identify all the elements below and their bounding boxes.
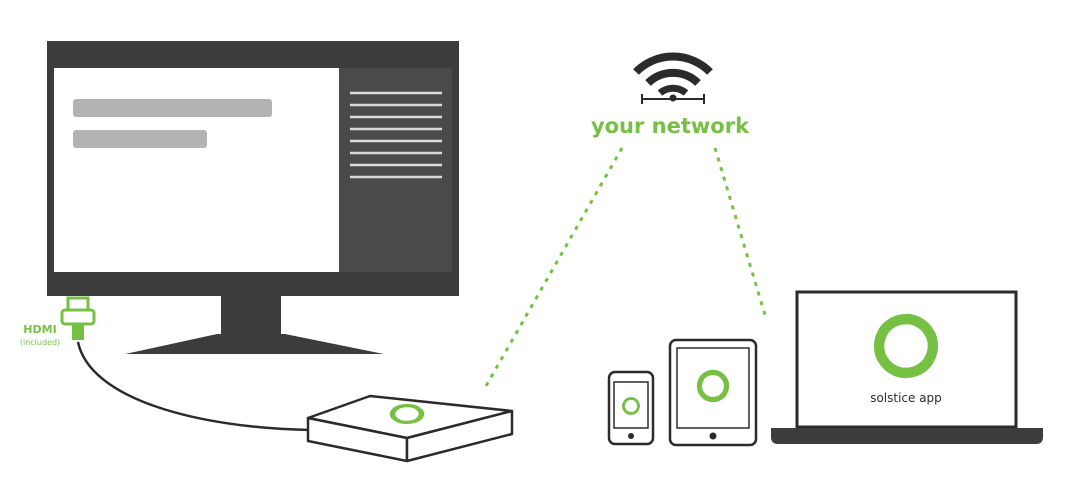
- monitor-stand-base: [125, 334, 384, 354]
- connection-line-devices: [713, 147, 767, 316]
- hdmi-connector-icon: [60, 296, 96, 340]
- wifi-icon: [633, 52, 713, 104]
- side-panel-lines: [350, 91, 442, 179]
- hdmi-label: HDMI: [23, 323, 56, 336]
- placeholder-line-1: [73, 99, 272, 117]
- laptop-base: [771, 428, 1043, 444]
- hdmi-note: (included): [20, 338, 60, 347]
- monitor: [47, 41, 459, 354]
- hdmi-cable: [76, 341, 311, 432]
- monitor-side-panel: [339, 68, 452, 272]
- laptop-app-label: solstice app: [870, 391, 942, 405]
- connection-line-pod: [484, 147, 624, 387]
- monitor-main-window: [54, 68, 339, 272]
- network-label: your network: [591, 114, 750, 138]
- phone: [607, 370, 655, 446]
- tablet: [668, 338, 758, 447]
- solstice-pod: [306, 394, 514, 463]
- laptop: solstice app: [771, 290, 1043, 444]
- monitor-stand-neck: [221, 296, 281, 334]
- placeholder-line-2: [73, 130, 207, 148]
